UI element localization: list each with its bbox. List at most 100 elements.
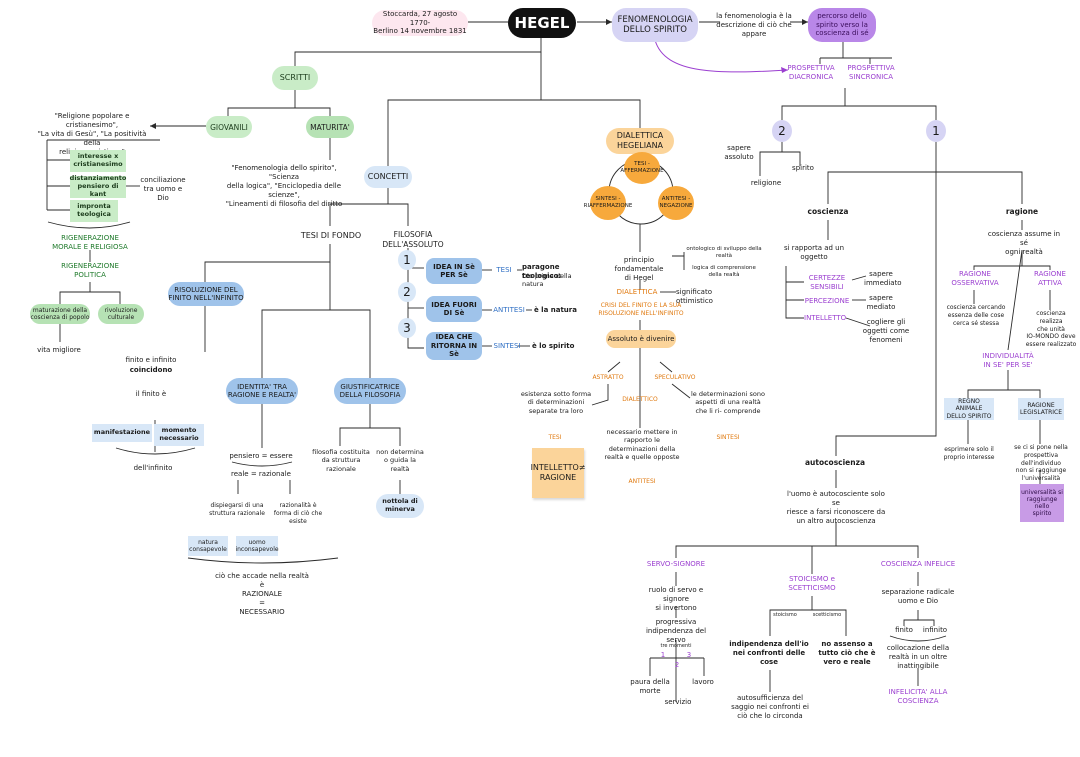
tesi-affermazione: TESI - AFFERMAZIONE bbox=[620, 152, 664, 184]
servo-signore: SERVO-SIGNORE bbox=[646, 560, 706, 568]
paura-morte: paura della morte bbox=[630, 678, 670, 696]
finito-e: il finito è bbox=[135, 390, 167, 398]
nottola-minerva: nottola di minerva bbox=[376, 494, 424, 518]
identita-ragione-realta: IDENTITA' TRA RAGIONE E REALTA' bbox=[226, 378, 298, 404]
intelletto-label: INTELLETTO bbox=[804, 314, 847, 322]
risoluzione-finito: RISOLUZIONE DEL FINITO NELL'INFINITO bbox=[168, 282, 244, 306]
principio-fondamentale: principio fondamentale di Hegel bbox=[614, 256, 664, 283]
momento-necessario: momento necessario bbox=[154, 424, 204, 446]
certezze-sensibili: CERTEZZE SENSIBILI bbox=[808, 274, 846, 292]
finito-label: finito bbox=[895, 626, 913, 634]
ragione-legislatrice-desc: se ci si pone nella prospettiva dell'ind… bbox=[1014, 444, 1068, 483]
distanziamento-kant: distanziamento pensiero di kant bbox=[69, 174, 127, 198]
ragione-legislatrice-box: RAGIONE LEGISLATRICE bbox=[1018, 398, 1064, 420]
astratto-label: ASTRATTO bbox=[592, 374, 624, 381]
individualita-label: INDIVIDUALITÀ IN SE' PER SE' bbox=[982, 352, 1034, 370]
ragione-attiva: RAGIONE ATTIVA bbox=[1034, 270, 1066, 288]
coscienza-assume: coscienza assume in sé ogni realtà bbox=[987, 230, 1061, 257]
interesse-cristianesimo: interesse x cristianesimo bbox=[70, 150, 126, 172]
sintesi-riaffermazione: SINTESI - RIAFFERMAZIONE bbox=[584, 186, 632, 220]
rigenerazione-morale: RIGENERAZIONE MORALE E RELIGIOSA bbox=[52, 234, 128, 252]
pensiero-essere: pensiero = essere bbox=[229, 452, 293, 460]
giustificatrice-filosofia: GIUSTIFICATRICE DELLA FILOSOFIA bbox=[334, 378, 406, 404]
lavoro-label: lavoro bbox=[692, 678, 714, 686]
tesi-blue: TESI bbox=[496, 266, 512, 274]
sapere-mediato: sapere mediato bbox=[866, 294, 896, 312]
number-2: 2 bbox=[772, 120, 792, 142]
religione-label: religione bbox=[750, 179, 782, 187]
spirito-label: spirito bbox=[792, 164, 814, 172]
rapporto-oggetto: si rapporta ad un oggetto bbox=[783, 244, 845, 262]
fenomenologia-desc: la fenomenologia è la descrizione di ciò… bbox=[716, 12, 792, 39]
percorso-node: percorso dello spirito verso la coscienz… bbox=[808, 8, 876, 42]
esistenza-determinazioni: esistenza sotto forma di determinazioni … bbox=[520, 390, 592, 415]
filosofia-costituita: filosofia costituita da struttura razion… bbox=[312, 448, 370, 473]
filosofia-assoluto: FILOSOFIA DELL'ASSOLUTO bbox=[382, 230, 444, 249]
ontologico-sviluppo: ontologico di sviluppo della realtà bbox=[686, 246, 762, 260]
regno-animale-box: REGNO ANIMALE DELLO SPIRITO bbox=[944, 398, 994, 420]
sapere-immediato: sapere immediato bbox=[864, 270, 902, 288]
concetti-node: CONCETTI bbox=[364, 166, 412, 188]
ragione-osservativa-desc: coscienza cercando essenza delle cose ce… bbox=[946, 304, 1006, 327]
crisi-finito: CRISI DEL FINITO E LA SUA RISOLUZIONE NE… bbox=[598, 302, 684, 317]
sintesi-blue: SINTESI bbox=[493, 342, 521, 350]
uomo-inconsapevole: uomo inconsapevole bbox=[235, 536, 279, 556]
antitesi-blue: ANTITESI bbox=[493, 306, 525, 314]
autosufficienza-saggio: autosufficienza del saggio nei confronti… bbox=[731, 694, 809, 721]
ragione-osservativa: RAGIONE OSSERVATIVA bbox=[951, 270, 999, 288]
reale-razionale: reale = razionale bbox=[231, 470, 291, 478]
e-lo-spirito: è lo spirito bbox=[532, 342, 575, 350]
impronta-teologica: impronta teologica bbox=[70, 200, 118, 222]
infelicita-coscienza: INFELICITA' ALLA COSCIENZA bbox=[888, 688, 948, 706]
idea-in-se: IDEA IN Sè PER Sè bbox=[426, 258, 482, 284]
scetticismo-label: scetticismo bbox=[812, 612, 842, 618]
significato-ottimistico: significato ottimistico bbox=[676, 288, 713, 306]
servizio-label: servizio bbox=[664, 698, 692, 706]
speculativo-label: SPECULATIVO bbox=[654, 374, 696, 381]
step-2: 2 bbox=[398, 282, 416, 302]
cogliere-oggetti: cogliere gli oggetti come fenomeni bbox=[862, 318, 910, 345]
dellinfinito: dell'infinito bbox=[133, 464, 173, 472]
antitesi-negazione: ANTITESI - NEGAZIONE bbox=[658, 186, 694, 220]
maturazione-popolo: maturazione della coscienza di popolo bbox=[30, 304, 90, 324]
collocazione-realta: collocazione della realtà in un oltre in… bbox=[886, 644, 950, 671]
step-3: 3 bbox=[398, 318, 416, 338]
coincidono: coincidono bbox=[129, 366, 173, 374]
ragione-heading: ragione bbox=[1005, 207, 1039, 216]
tesi-di-fondo: TESI DI FONDO bbox=[300, 231, 362, 240]
rigenerazione-politica: RIGENERAZIONE POLITICA bbox=[61, 262, 119, 280]
dialettica-label: DIALETTICA bbox=[616, 288, 658, 296]
coscienza-infelice: COSCIENZA INFELICE bbox=[880, 560, 956, 568]
autocoscienza-desc: l'uomo è autocosciente solo se riesce a … bbox=[786, 490, 886, 526]
momento-1: 1 bbox=[660, 651, 666, 659]
dispiegarsi: dispiegarsi di una struttura razionale bbox=[209, 502, 265, 517]
razionalita-forma: razionalità è forma di ciò che esiste bbox=[273, 502, 323, 525]
tre-momenti: tre momenti bbox=[660, 643, 692, 649]
separazione-radicale: separazione radicale uomo e Dio bbox=[881, 588, 955, 606]
assoluto-divenire: Assoluto è divenire bbox=[606, 330, 676, 348]
regno-desc: esprimere solo il proprio interesse bbox=[943, 446, 995, 461]
e-la-natura: è la natura bbox=[534, 306, 577, 314]
momento-2: 2 bbox=[674, 661, 680, 669]
giovanili-node: GIOVANILI bbox=[206, 116, 252, 138]
percezione-label: PERCEZIONE bbox=[804, 297, 850, 305]
prospettiva-sincronica: PROSPETTIVA SINCRONICA bbox=[847, 64, 895, 82]
sintesi-orange: SINTESI bbox=[716, 434, 740, 441]
non-determina: non determina o guida la realtà bbox=[376, 448, 424, 473]
servo-desc: ruolo di servo e signore si invertono bbox=[648, 586, 704, 613]
step-1: 1 bbox=[398, 250, 416, 270]
fenomenologia-node: FENOMENOLOGIA DELLO SPIRITO bbox=[612, 8, 698, 42]
conciliazione-uomo-dio: conciliazione tra uomo e Dio bbox=[140, 176, 186, 203]
maturita-node: MATURITA' bbox=[306, 116, 354, 138]
ragione-attiva-desc: coscienza realizza che unità IO-MONDO de… bbox=[1025, 310, 1077, 349]
cio-accade-razionale: ciò che accade nella realtà è RAZIONALE … bbox=[215, 572, 309, 617]
dio-prima-natura: Dio prima della natura bbox=[522, 272, 572, 289]
infinito-label: infinito bbox=[922, 626, 948, 634]
stoicismo-scetticismo: STOICISMO e SCETTICISMO bbox=[788, 575, 836, 593]
autocoscienza-heading: autocoscienza bbox=[804, 458, 866, 467]
maturita-works: "Fenomenologia dello spirito", "Scienza … bbox=[225, 164, 343, 209]
finito-infinito: finito e infinito bbox=[125, 356, 177, 364]
idea-ritorna: IDEA CHE RITORNA IN Sè bbox=[426, 332, 482, 360]
intelletto-ragione-note: INTELLETTO≠ RAGIONE bbox=[531, 448, 585, 498]
dates-box: Stoccarda, 27 agosto 1770- Berlino 14 no… bbox=[372, 10, 468, 36]
